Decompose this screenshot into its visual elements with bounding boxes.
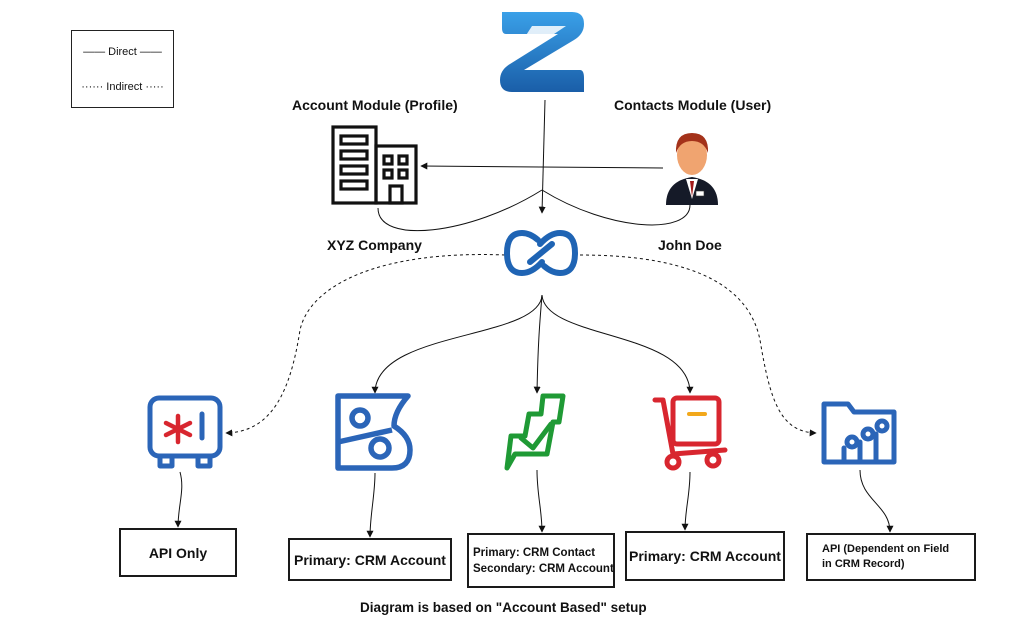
- bookings-access-box: Primary: CRM Account: [288, 538, 452, 581]
- connector-contact-to-hub: [541, 189, 691, 226]
- zoho-link-hub-icon: [503, 229, 579, 277]
- inventory-access-line-1: Primary: CRM Account: [629, 548, 781, 564]
- bookings-access-line-1: Primary: CRM Account: [294, 551, 446, 568]
- connector-account-to-hub: [377, 189, 543, 232]
- contacts-module-title: Contacts Module (User): [614, 97, 772, 113]
- building-icon: [331, 125, 418, 205]
- sign-access-box: Primary: CRM Contact Secondary: CRM Acco…: [467, 533, 615, 588]
- legend-direct: —— Direct ——: [83, 46, 162, 58]
- connector-hub-to-bookings: [371, 294, 543, 394]
- inventory-access-box: Primary: CRM Account: [625, 531, 785, 581]
- sign-app-icon: [504, 393, 566, 471]
- inventory-app-icon: [652, 395, 728, 471]
- connector-inventory-to-box: [681, 471, 691, 531]
- connector-hub-to-sign: [533, 294, 543, 394]
- connector-hub-to-vault: [225, 254, 506, 437]
- vault-access-line-1: API Only: [148, 544, 208, 561]
- connector-bookings-to-box: [366, 472, 376, 538]
- vault-access-box: API Only: [119, 528, 237, 577]
- zoho-z-logo-icon: [500, 12, 584, 92]
- connector-hub-to-inventory: [541, 294, 694, 394]
- account-record-label: XYZ Company: [327, 237, 422, 253]
- connector-hub-to-workdrive: [579, 254, 817, 437]
- person-avatar-icon: [666, 133, 718, 205]
- bookings-app-icon: [335, 393, 413, 471]
- contact-record-label: John Doe: [658, 237, 722, 253]
- workdrive-access-box: API (Dependent on Field in CRM Record): [806, 533, 976, 581]
- connector-vault-to-box: [174, 471, 183, 528]
- connector-workdrive-to-box: [859, 469, 894, 533]
- workdrive-access-line-1: API (Dependent on Field: [822, 543, 950, 555]
- sign-access-line-1: Primary: CRM Contact: [473, 546, 596, 559]
- connector-logo-to-hub: [538, 99, 546, 214]
- workdrive-access-line-2: in CRM Record): [822, 558, 905, 570]
- connector-contact-to-account: [420, 162, 664, 170]
- workdrive-app-icon: [821, 401, 897, 465]
- vault-app-icon: [147, 395, 223, 469]
- legend-indirect: ······ Indirect ·····: [81, 81, 164, 93]
- account-module-title: Account Module (Profile): [292, 97, 458, 113]
- legend-box: —— Direct —— ······ Indirect ·····: [71, 30, 174, 108]
- diagram-caption: Diagram is based on "Account Based" setu…: [360, 600, 647, 615]
- sign-access-line-2: Secondary: CRM Account: [473, 562, 614, 575]
- connector-sign-to-box: [536, 469, 546, 533]
